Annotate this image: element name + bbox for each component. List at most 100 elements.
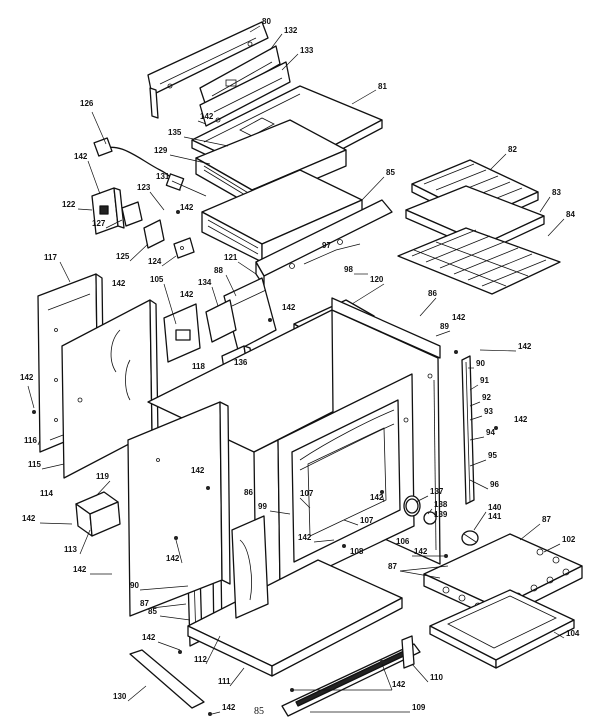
callout-label: 86 [428, 289, 437, 298]
lower-panel-112 [231, 515, 269, 619]
callout-label: 142 [514, 415, 528, 424]
callout-label: 142 [180, 203, 194, 212]
page-number: 85 [254, 706, 264, 717]
knob-141 [461, 530, 479, 546]
callout-label: 142 [191, 466, 205, 475]
callout-label: 91 [480, 376, 489, 385]
callout-label: 102 [562, 535, 576, 544]
terminal-124 [173, 237, 195, 259]
callout-label: 81 [378, 82, 387, 91]
callout-label: 142 [222, 703, 236, 712]
broiler-drawer-104 [429, 589, 575, 669]
callout-label: 142 [20, 373, 34, 382]
callout-label: 87 [140, 599, 149, 608]
front-panel-113 [127, 401, 231, 617]
callout-label: 117 [44, 253, 57, 262]
callout-label: 109 [412, 703, 426, 712]
switch-122 [91, 187, 125, 235]
callout-label: 113 [64, 545, 77, 554]
housing-105 [163, 303, 201, 363]
callout-label: 110 [430, 673, 443, 682]
callout-label: 88 [214, 266, 223, 275]
callout-label: 121 [224, 253, 238, 262]
callout-label: 114 [40, 489, 53, 498]
callout-label: 89 [440, 322, 449, 331]
oven-rack-84 [397, 227, 561, 295]
callout-label: 107 [360, 516, 374, 525]
callout-label: 135 [168, 128, 182, 137]
callout-label: 86 [244, 488, 253, 497]
callout-label: 87 [542, 515, 551, 524]
callout-label: 130 [113, 692, 127, 701]
callout-label: 142 [452, 313, 466, 322]
callout-label: 134 [198, 278, 212, 287]
callout-label: 120 [370, 275, 384, 284]
callout-label: 142 [180, 290, 194, 299]
base-frame-111 [187, 559, 403, 677]
callout-label: 97 [322, 241, 331, 250]
callout-label: 116 [24, 436, 37, 445]
callout-label: 90 [476, 359, 485, 368]
callout-label: 85 [386, 168, 395, 177]
callout-label: 98 [344, 265, 353, 274]
side-rail-90-96 [461, 355, 475, 505]
callout-label: 141 [488, 512, 502, 521]
callout-label: 94 [486, 428, 495, 437]
callout-label: 132 [284, 26, 298, 35]
callout-label: 106 [396, 537, 410, 546]
callout-label: 138 [434, 500, 448, 509]
callout-label: 142 [200, 112, 214, 121]
callout-label: 142 [370, 493, 384, 502]
callout-label: 108 [350, 547, 364, 556]
callout-label: 126 [80, 99, 94, 108]
callout-label: 125 [116, 252, 130, 261]
callout-label: 92 [482, 393, 491, 402]
callout-label: 137 [430, 487, 444, 496]
burner-cap-137 [405, 498, 419, 514]
rear-panel-80 [147, 21, 269, 119]
callout-label: 142 [392, 680, 406, 689]
callout-label: 142 [298, 533, 312, 542]
callout-label: 133 [300, 46, 314, 55]
callout-label: 80 [262, 17, 271, 26]
callout-label: 136 [234, 358, 248, 367]
bracket-125 [143, 219, 165, 249]
leader-lines [27, 25, 565, 715]
callout-label: 142 [73, 565, 87, 574]
rear-panel-133 [199, 61, 291, 127]
callout-label: 142 [282, 303, 296, 312]
callout-label: 105 [150, 275, 164, 284]
callout-label: 96 [490, 480, 499, 489]
rear-panel-132 [199, 45, 281, 107]
callout-label: 95 [488, 451, 497, 460]
screws [32, 210, 498, 716]
callout-label: 142 [166, 554, 180, 563]
callout-label: 140 [488, 503, 502, 512]
callout-label: 112 [194, 655, 207, 664]
callout-label: 118 [192, 362, 205, 371]
burner-box-119 [75, 491, 121, 537]
callout-label: 142 [112, 279, 126, 288]
callout-label: 84 [566, 210, 575, 219]
callout-label: 115 [28, 460, 41, 469]
callout-label: 123 [137, 183, 151, 192]
callout-label: 119 [96, 472, 109, 481]
bracket-134 [205, 299, 237, 343]
callout-label: 142 [142, 633, 156, 642]
callout-label: 111 [218, 677, 231, 686]
callout-label: 142 [74, 152, 88, 161]
callout-label: 124 [148, 257, 162, 266]
callout-label: 122 [62, 200, 76, 209]
callout-label: 142 [518, 342, 532, 351]
callout-label: 127 [92, 219, 106, 228]
rail-110 [401, 635, 415, 669]
callout-label: 139 [434, 510, 448, 519]
switch-127 [121, 201, 143, 227]
kick-strip-130 [129, 649, 205, 709]
callout-label: 131 [156, 172, 170, 181]
callout-label: 93 [484, 407, 493, 416]
callout-label: 142 [414, 547, 428, 556]
callout-label: 83 [552, 188, 561, 197]
